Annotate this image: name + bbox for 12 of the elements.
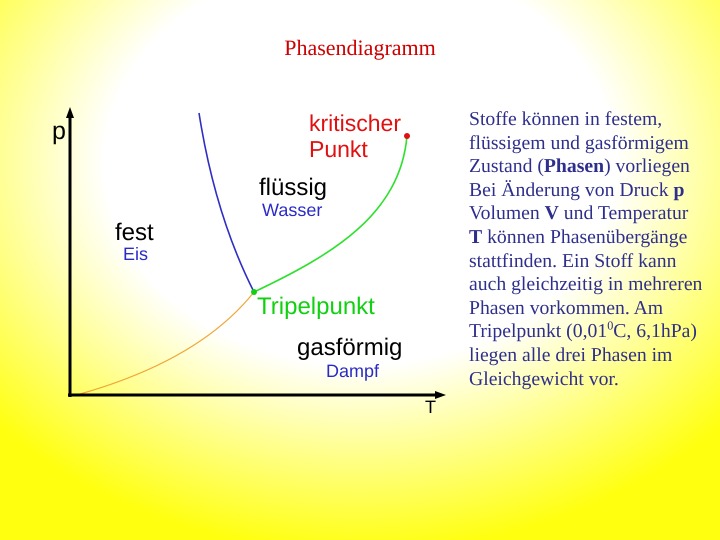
substance-label: Dampf (326, 362, 380, 380)
description-paragraph: Stoffe können in festem, flüssigem und gasförmigem Zustand (Phasen) vorliegen Bei Änderung von Druck p Volumen V und Temperatur T können Phasenübergänge stattfinden. Ein Stoff kann auch gleichzeitig in mehreren Phasen vorkommen. Am Tripelpunkt (0,01$^{0}$C, 6,1hPa) liegen alle drei Phasen im Gleichgewicht vor. (469, 108, 704, 392)
phase-label: flüssig (259, 176, 328, 200)
axis-label: T (425, 398, 436, 416)
point-label: kritischer Punkt (309, 110, 402, 162)
phase-label: gasförmig (297, 336, 402, 360)
substance-label: Eis (123, 245, 148, 263)
phase-label: fest (115, 221, 154, 245)
point-label: Tripelpunkt (257, 295, 375, 319)
slide-title: Phasendiagramm (284, 35, 436, 60)
substance-label: Wasser (262, 201, 322, 219)
axis-label: p (52, 119, 66, 144)
